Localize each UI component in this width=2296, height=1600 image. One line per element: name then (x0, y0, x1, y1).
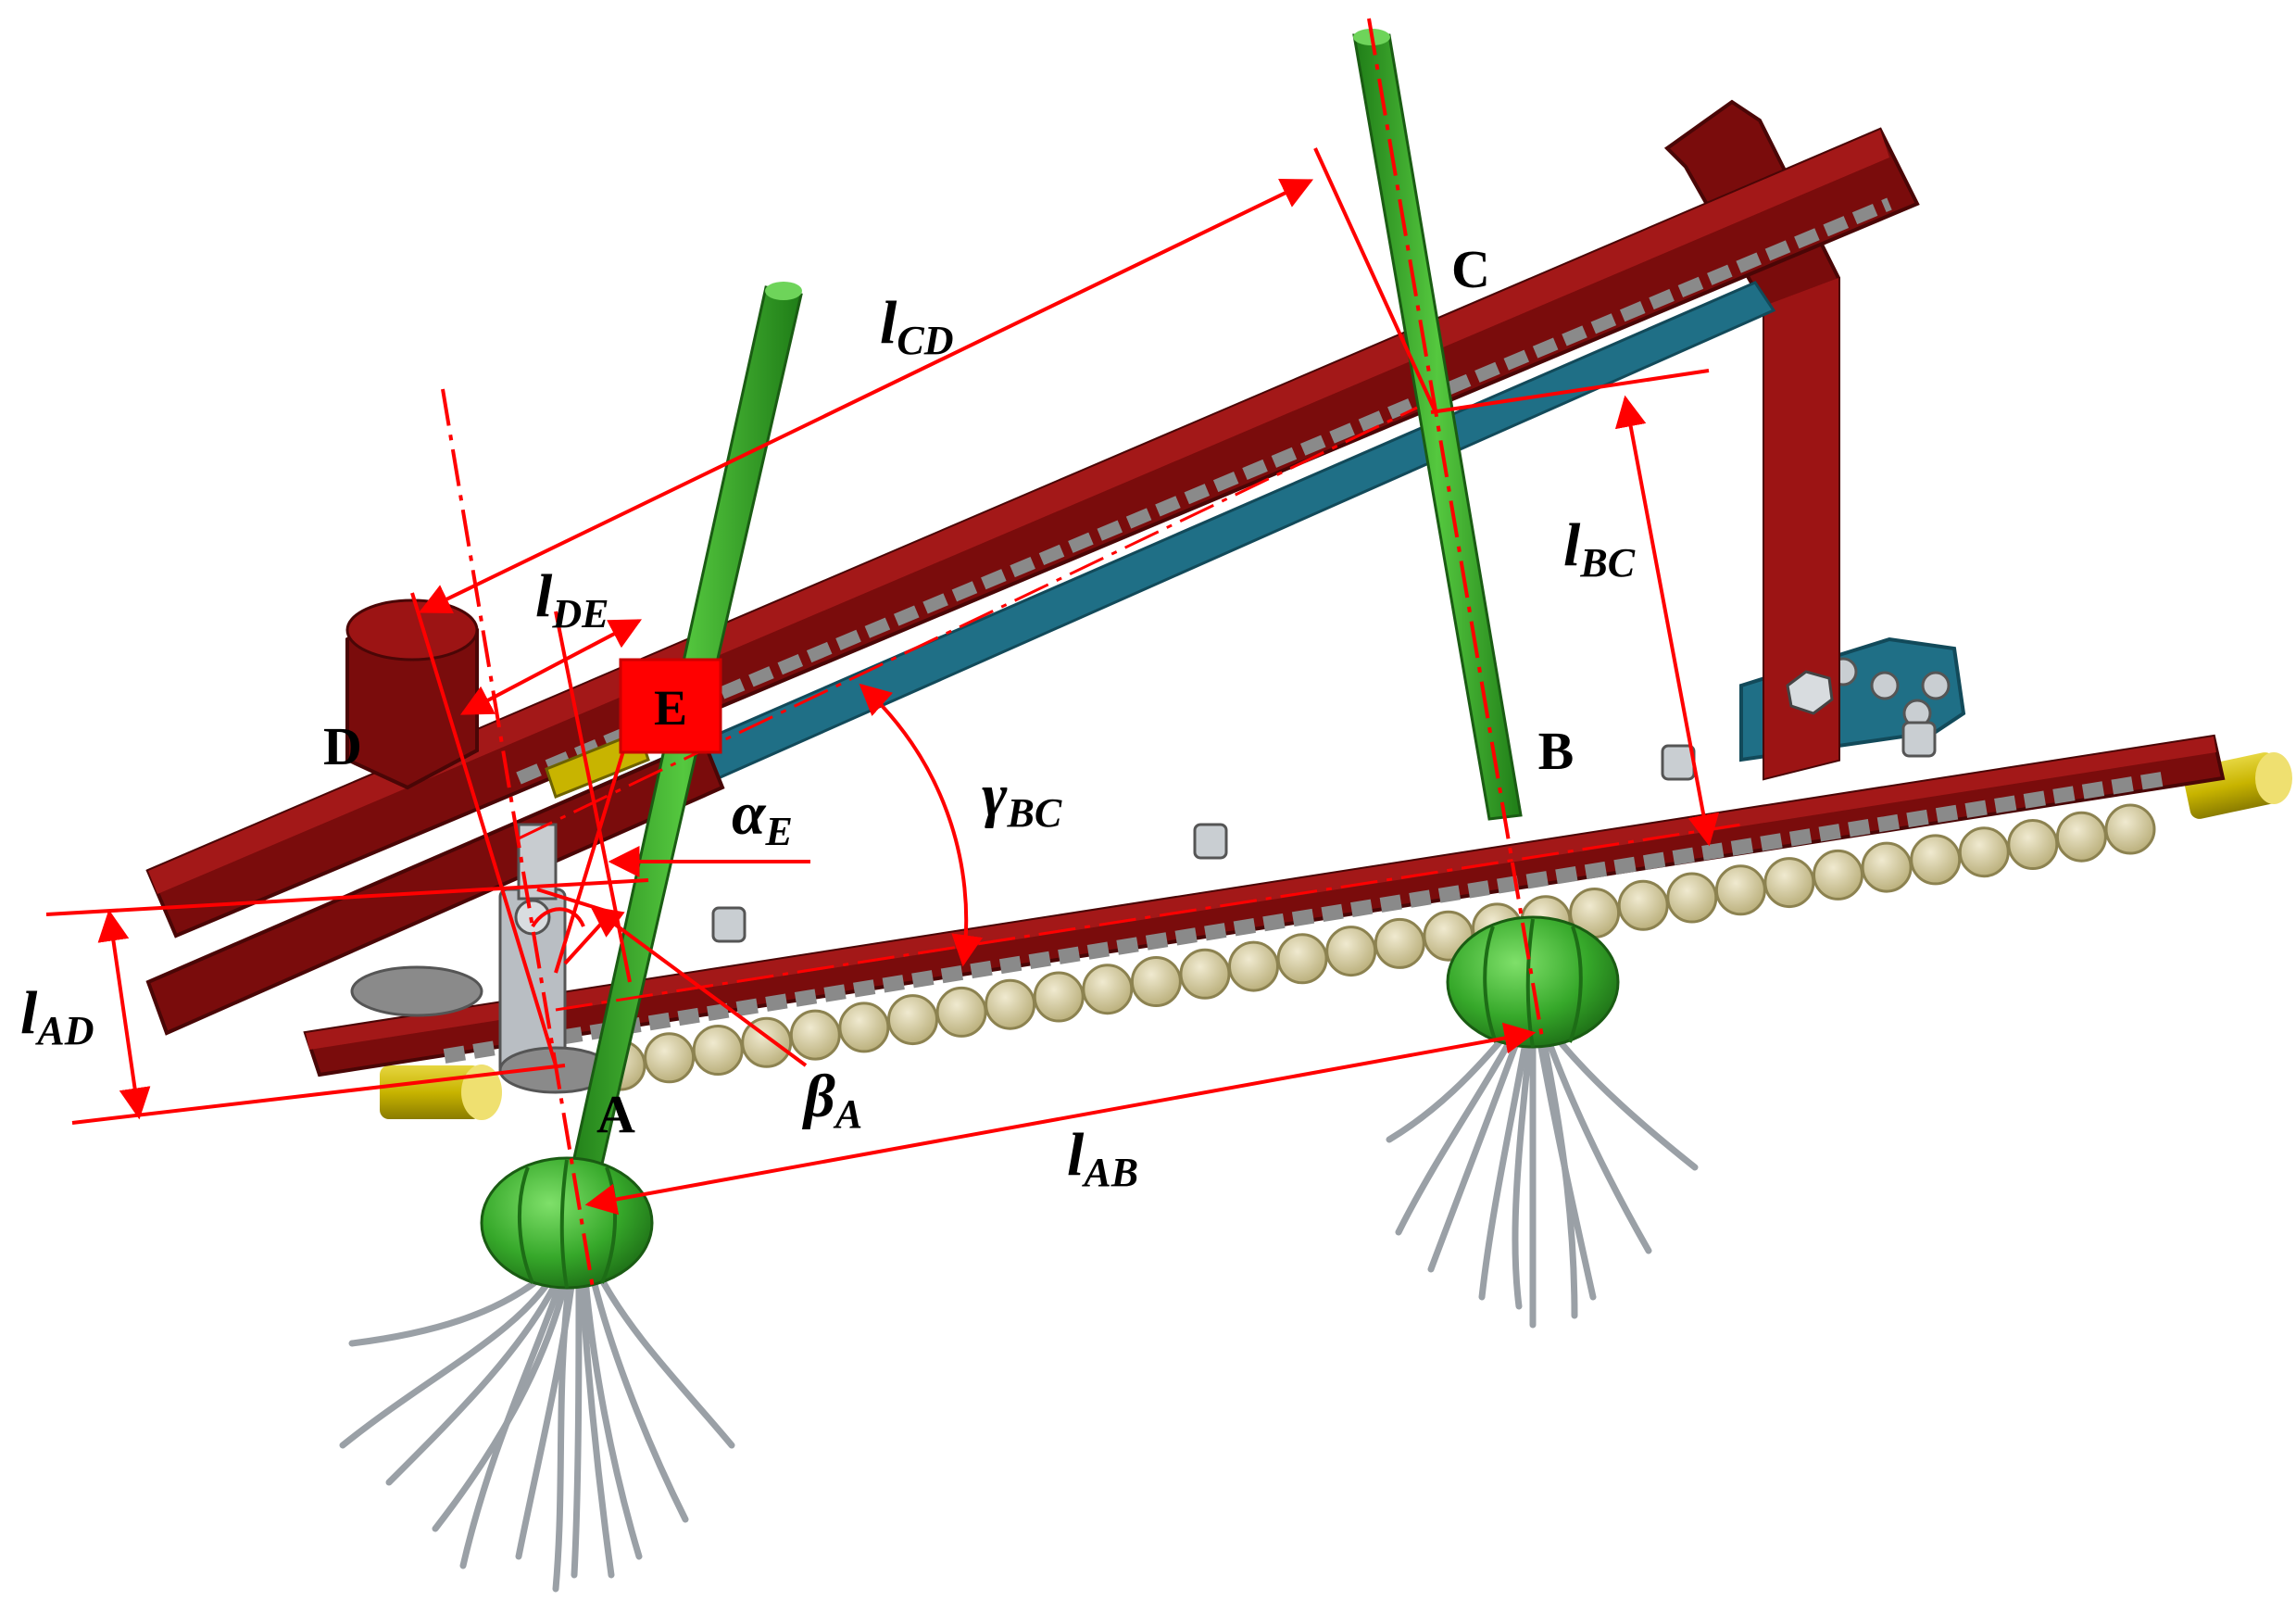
roller (935, 986, 987, 1038)
ext-line-ad-bottom (71, 1064, 566, 1125)
ext-line-c (1313, 147, 1437, 413)
point-e-box (619, 658, 722, 754)
point-c-label: C (1451, 239, 1490, 299)
ext-line-bc-top (1430, 369, 1710, 414)
stem-left-top (765, 282, 802, 300)
dim-arrow-lde (459, 619, 643, 715)
roller (1910, 834, 1962, 886)
dim-arrow-lab (584, 1022, 1537, 1216)
roller (2055, 811, 2107, 863)
roller (644, 1032, 696, 1084)
label-gamma-bc: γBC (982, 762, 1062, 836)
label-alpha-e: αE (732, 780, 793, 854)
label-beta-a: βA (801, 1063, 862, 1137)
point-e-label: E (654, 680, 687, 736)
label-lbc: lBC (1563, 511, 1636, 586)
arc-gamma-bc (859, 683, 984, 967)
roller (1714, 864, 1766, 916)
frame-upright-highlight (1764, 278, 1838, 778)
lower-beam-face (306, 737, 2216, 1050)
label-lcd: lCD (880, 289, 953, 363)
roller (1666, 872, 1718, 924)
label-lad: lAD (20, 979, 94, 1053)
roller (1617, 879, 1669, 931)
roller (1374, 917, 1425, 969)
middle-beam (145, 738, 725, 1036)
roller (1130, 956, 1182, 1007)
beta-a-arc (531, 907, 585, 928)
roller (1813, 849, 1863, 901)
upright-bolt (1786, 670, 1834, 715)
label-lab: lAB (1067, 1121, 1138, 1195)
point-a-label: A (596, 1084, 635, 1144)
roller (1763, 857, 1815, 909)
dim-arrow-lbc (1614, 395, 1720, 847)
roots-left (339, 1266, 735, 1593)
centerline-right (1367, 18, 1544, 1039)
roller (1228, 940, 1279, 992)
dim-arrow-lcd (418, 179, 1314, 613)
roller (985, 978, 1036, 1030)
label-lde: lDE (535, 562, 609, 636)
annotation-lines (45, 18, 1742, 1289)
bulb-left (480, 1156, 654, 1290)
rollers (595, 803, 2156, 1091)
dim-arrow-lad (97, 909, 151, 1120)
lower-chain (443, 771, 2169, 1064)
bulb-right (1446, 915, 1620, 1049)
roller (1958, 826, 2010, 878)
post-d-top (345, 598, 479, 661)
ext-line-ad-top (45, 878, 649, 916)
point-d-label: D (323, 716, 362, 776)
roller (789, 1009, 841, 1061)
roller (2007, 819, 2059, 870)
beta-a-leader (590, 905, 808, 1067)
roller (692, 1025, 744, 1076)
ext-line-d (410, 592, 558, 1066)
roller (1276, 933, 1328, 985)
roller (887, 994, 938, 1046)
point-b-label: B (1538, 721, 1575, 781)
roller (1033, 971, 1085, 1023)
roller (838, 1002, 890, 1053)
roller (1325, 926, 1377, 977)
centerline-lower-beam (555, 823, 1742, 1012)
roller (1179, 948, 1231, 1000)
roots-right (1386, 1027, 1699, 1329)
roller (2104, 803, 2156, 855)
roller (1861, 841, 1913, 893)
roller (1082, 964, 1134, 1015)
